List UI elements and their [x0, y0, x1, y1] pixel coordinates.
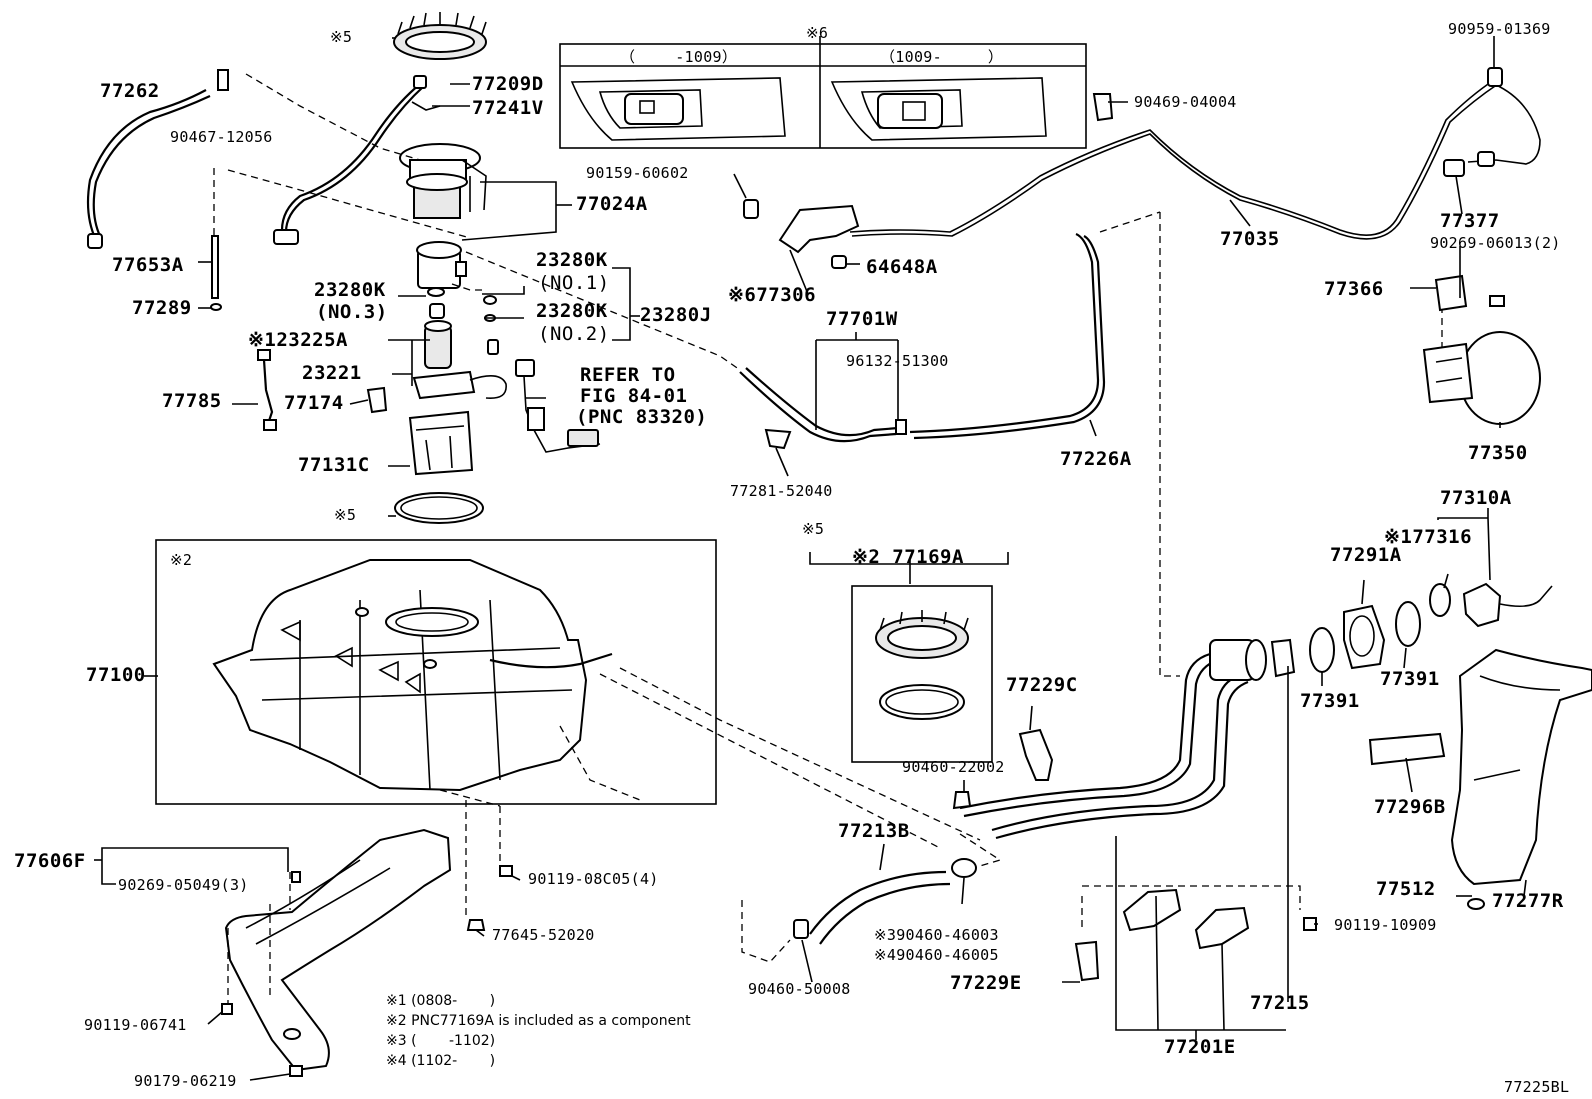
- label-90119-06741[interactable]: 90119-06741: [84, 1016, 187, 1034]
- label-77785[interactable]: 77785: [162, 390, 222, 412]
- label-refer-fig[interactable]: FIG 84-01: [580, 385, 688, 407]
- note-1: ※1 (0808- ): [386, 993, 496, 1009]
- label-77131C[interactable]: 77131C: [298, 454, 370, 476]
- label-77391-b[interactable]: 77391: [1380, 668, 1440, 690]
- label-77277R[interactable]: 77277R: [1492, 890, 1564, 912]
- label-77306[interactable]: ※677306: [728, 284, 817, 306]
- label-23280K-no2[interactable]: 23280K: [536, 300, 608, 322]
- note-4: ※4 (1102- ): [386, 1053, 496, 1069]
- fuel-tank: [155, 539, 717, 805]
- label-77174[interactable]: 77174: [284, 392, 344, 414]
- label-23280K-no1[interactable]: 23280K: [536, 249, 608, 271]
- label-77262[interactable]: 77262: [100, 80, 160, 102]
- vent-hoses: [86, 69, 441, 249]
- label-77229C[interactable]: 77229C: [1006, 674, 1078, 696]
- label-no2: (NO.2): [538, 323, 610, 345]
- note-3: ※3 ( -1102): [386, 1033, 496, 1049]
- fuel-pump-assembly: [210, 12, 601, 524]
- diagram-code: 77225BL: [1504, 1078, 1570, 1096]
- label-x5-mid: ※5: [334, 506, 357, 524]
- label-x2-tank: ※2: [170, 551, 193, 569]
- label-90269-05049[interactable]: 90269-05049(3): [118, 876, 249, 894]
- label-23221[interactable]: 23221: [302, 362, 362, 384]
- label-90460-50008[interactable]: 90460-50008: [748, 980, 851, 998]
- label-23280J[interactable]: 23280J: [640, 304, 712, 326]
- label-96132-51300[interactable]: 96132-51300: [846, 352, 949, 370]
- label-77226A[interactable]: 77226A: [1060, 448, 1132, 470]
- label-77281-52040[interactable]: 77281-52040: [730, 482, 833, 500]
- label-x6: ※6: [806, 24, 829, 42]
- label-64648A[interactable]: 64648A: [866, 256, 938, 278]
- fuel-lid-opener-box: [559, 36, 1087, 149]
- label-77701W[interactable]: 77701W: [826, 308, 898, 330]
- label-no3: (NO.3): [316, 301, 388, 323]
- label-90119-08C05[interactable]: 90119-08C05(4): [528, 870, 659, 888]
- label-range-left: （ -1009）: [620, 48, 738, 66]
- label-77350[interactable]: 77350: [1468, 442, 1528, 464]
- label-77291A[interactable]: 77291A: [1330, 544, 1402, 566]
- leader-lines: [94, 36, 1527, 1081]
- label-90460-46005[interactable]: ※490460-46005: [874, 946, 999, 964]
- label-77215[interactable]: 77215: [1250, 992, 1310, 1014]
- label-range-right: （1009- ）: [880, 48, 1004, 66]
- label-77213B[interactable]: 77213B: [838, 820, 910, 842]
- tank-protector: [221, 828, 513, 1077]
- label-x5-top: ※5: [330, 28, 353, 46]
- label-77024A[interactable]: 77024A: [576, 193, 648, 215]
- label-77209D[interactable]: 77209D: [472, 73, 544, 95]
- label-77645-52020[interactable]: 77645-52020: [492, 926, 595, 944]
- label-90269-06013[interactable]: 90269-06013(2): [1430, 234, 1561, 252]
- label-77289[interactable]: 77289: [132, 297, 192, 319]
- label-77391-a[interactable]: 77391: [1300, 690, 1360, 712]
- label-77366[interactable]: 77366: [1324, 278, 1384, 300]
- label-90119-10909[interactable]: 90119-10909: [1334, 916, 1437, 934]
- label-77201E[interactable]: 77201E: [1164, 1036, 1236, 1058]
- label-90469-04004[interactable]: 90469-04004: [1134, 93, 1237, 111]
- label-23280K-no3[interactable]: 23280K: [314, 279, 386, 301]
- label-77653A[interactable]: 77653A: [112, 254, 184, 276]
- label-77229E[interactable]: 77229E: [950, 972, 1022, 994]
- label-90159-60602[interactable]: 90159-60602: [586, 164, 689, 182]
- label-refer-to: REFER TO: [580, 364, 676, 386]
- label-77296B[interactable]: 77296B: [1374, 796, 1446, 818]
- note-2: ※2 PNC77169A is included as a component: [386, 1013, 691, 1029]
- label-x5-set: ※5: [802, 520, 825, 538]
- label-23225A[interactable]: ※123225A: [248, 329, 348, 351]
- label-77316[interactable]: ※177316: [1384, 526, 1473, 548]
- label-77100[interactable]: 77100: [86, 664, 146, 686]
- label-90467-12056[interactable]: 90467-12056: [170, 128, 273, 146]
- label-77310A[interactable]: 77310A: [1440, 487, 1512, 509]
- label-90179-06219[interactable]: 90179-06219: [134, 1072, 237, 1090]
- label-90460-22002[interactable]: 90460-22002: [902, 758, 1005, 776]
- label-77035[interactable]: 77035: [1220, 228, 1280, 250]
- label-no1: (NO.1): [538, 272, 610, 294]
- label-77169A[interactable]: ※2 77169A: [852, 546, 964, 568]
- breather-hoses: [739, 67, 1541, 450]
- label-77377[interactable]: 77377: [1440, 210, 1500, 232]
- label-refer-pnc: (PNC 83320): [576, 406, 708, 428]
- label-77512[interactable]: 77512: [1376, 878, 1436, 900]
- label-90460-46003[interactable]: ※390460-46003: [874, 926, 999, 944]
- reference-dashed-lines: [213, 73, 1462, 1004]
- label-90959-01369[interactable]: 90959-01369: [1448, 20, 1551, 38]
- label-77241V[interactable]: 77241V: [472, 97, 544, 119]
- label-77606F[interactable]: 77606F: [14, 850, 86, 872]
